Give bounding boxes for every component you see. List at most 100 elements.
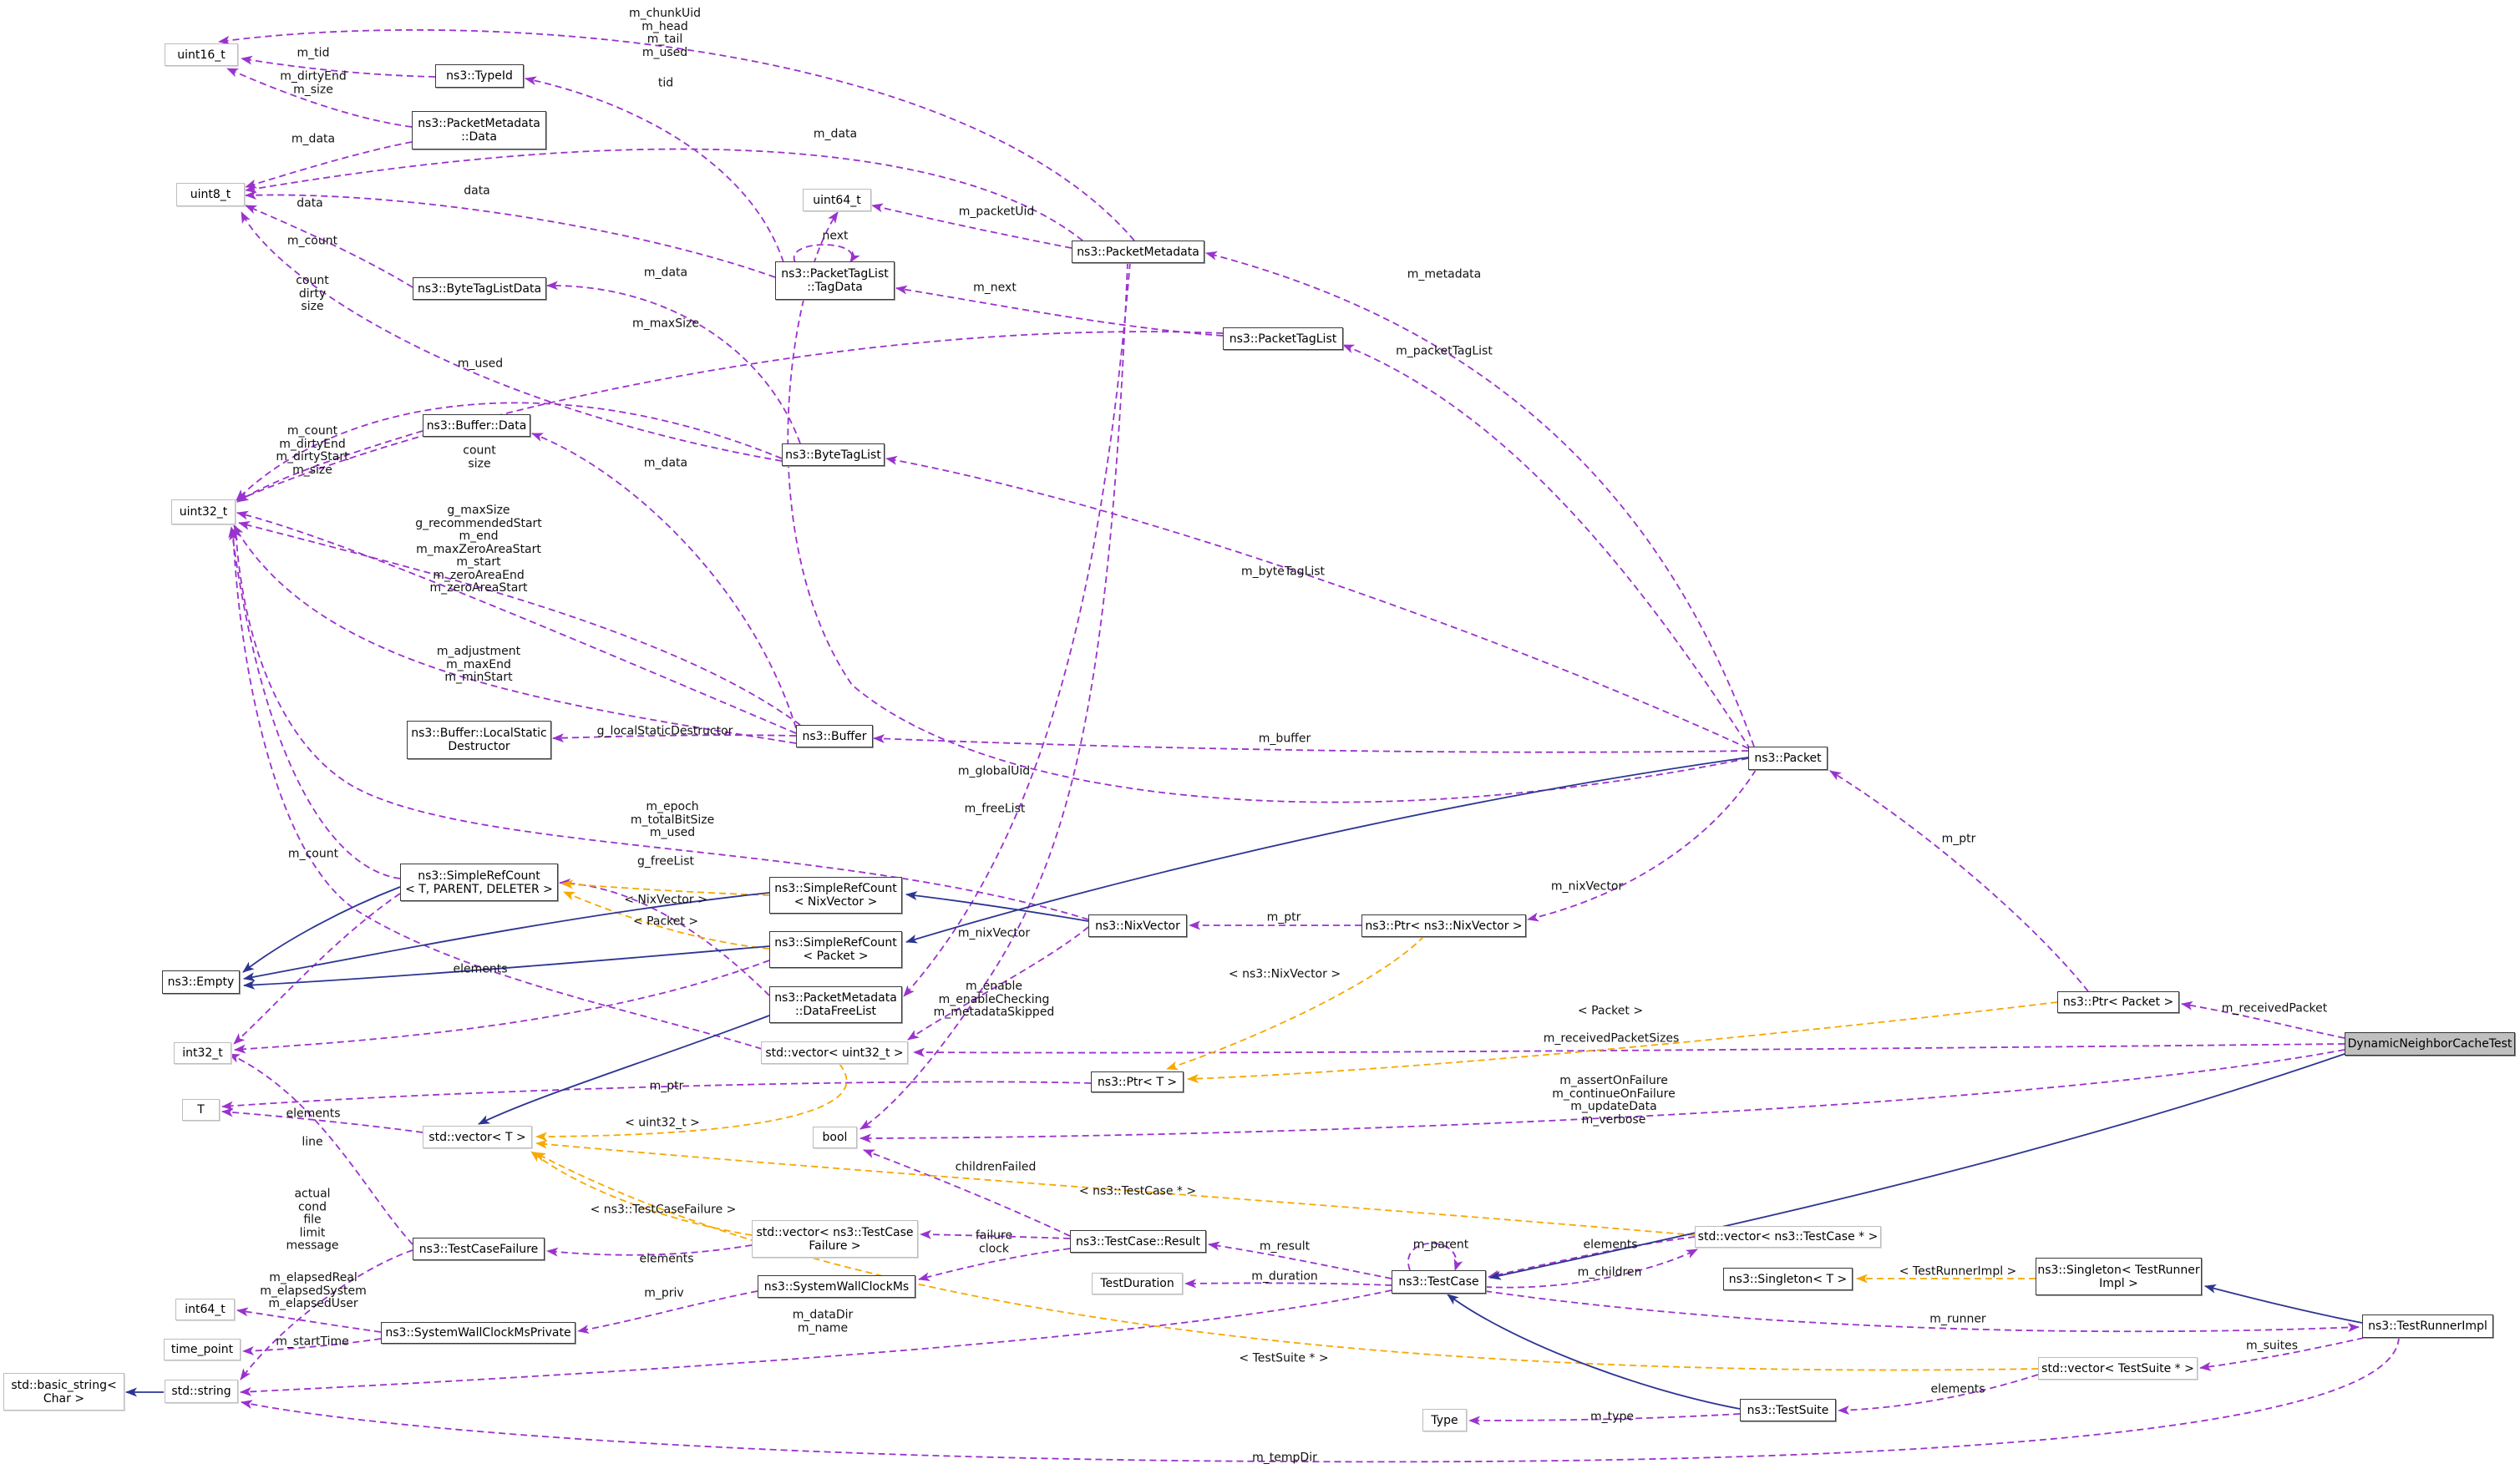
usage-edge <box>226 68 413 128</box>
usage-edge <box>236 430 423 503</box>
node-simplerefcount-packet[interactable]: ns3::SimpleRefCount< Packet > <box>769 931 902 968</box>
usage-edge <box>1527 769 1757 922</box>
usage-edge <box>236 402 783 501</box>
node-packettaglist[interactable]: ns3::PacketTagList <box>1223 327 1343 350</box>
usage-edge <box>918 1248 1071 1282</box>
usage-edge <box>229 529 763 1050</box>
inheritance-edge <box>1447 1294 1741 1410</box>
usage-edge <box>1829 770 2089 992</box>
usage-edge <box>242 1338 382 1355</box>
node-typeid[interactable]: ns3::TypeId <box>435 64 524 88</box>
node-uint16-t[interactable]: uint16_t <box>165 43 238 66</box>
usage-edge <box>241 1337 2400 1463</box>
usage-edge <box>245 141 413 189</box>
node-type[interactable]: Type <box>1422 1409 1467 1431</box>
node-testrunnerimpl[interactable]: ns3::TestRunnerImpl <box>2362 1315 2493 1338</box>
node-std-string[interactable]: std::string <box>165 1380 238 1403</box>
usage-edge <box>241 211 783 462</box>
node-ptr-t[interactable]: ns3::Ptr< T > <box>1091 1071 1184 1092</box>
node-packetmetadata-datafreelist[interactable]: ns3::PacketMetadata::DataFreeList <box>769 986 902 1023</box>
template-edge <box>1187 1001 2058 1084</box>
node-testsuite[interactable]: ns3::TestSuite <box>1740 1399 1836 1421</box>
node-testcasefailure[interactable]: ns3::TestCaseFailure <box>413 1238 545 1260</box>
usage-edge <box>873 734 1749 753</box>
node-bytetaglist[interactable]: ns3::ByteTagList <box>782 443 885 466</box>
node-testcase-result[interactable]: ns3::TestCase::Result <box>1070 1230 1206 1253</box>
node-buffer[interactable]: ns3::Buffer <box>796 725 873 747</box>
template-edge <box>534 1152 2039 1371</box>
node-systemwallclockms[interactable]: ns3::SystemWallClockMs <box>758 1275 915 1298</box>
node-uint32-t[interactable]: uint32_t <box>171 499 236 524</box>
node-testcase[interactable]: ns3::TestCase <box>1392 1270 1486 1294</box>
usage-edge <box>2199 1337 2365 1371</box>
usage-edge <box>1205 251 1755 747</box>
inheritance-edge <box>243 892 770 982</box>
node-vector-testcase-ptr[interactable]: std::vector< ns3::TestCase * > <box>1695 1226 1881 1248</box>
inheritance-edge <box>905 891 1089 922</box>
node-packet[interactable]: ns3::Packet <box>1748 747 1828 770</box>
usage-edge <box>236 1307 382 1333</box>
node-dynamicneighborcachetest[interactable]: DynamicNeighborCacheTest <box>2345 1032 2515 1056</box>
usage-edge <box>1184 1279 1392 1289</box>
node-singleton-t[interactable]: ns3::Singleton< T > <box>1723 1268 1853 1290</box>
usage-edge <box>552 733 797 743</box>
usage-edge <box>245 148 1083 241</box>
usage-edge <box>1208 1241 1392 1279</box>
usage-edge <box>1484 1290 2360 1333</box>
usage-edge <box>1468 1413 1741 1426</box>
usage-edge <box>863 1149 1071 1237</box>
node-simplerefcount-nixvector[interactable]: ns3::SimpleRefCount< NixVector > <box>769 877 902 914</box>
node-basic-string[interactable]: std::basic_string<Char > <box>3 1373 124 1411</box>
node-packetmetadata-data[interactable]: ns3::PacketMetadata::Data <box>412 111 546 149</box>
usage-edge <box>228 1053 413 1245</box>
node-bytetaglistdata[interactable]: ns3::ByteTagListData <box>413 277 546 300</box>
node-systemwallclockmsprivate[interactable]: ns3::SystemWallClockMsPrivate <box>381 1322 575 1344</box>
inheritance-edge <box>242 886 401 973</box>
node-vector-t[interactable]: std::vector< T > <box>423 1126 532 1148</box>
template-edge <box>535 1063 848 1142</box>
node-t[interactable]: T <box>182 1099 220 1121</box>
node-bool[interactable]: bool <box>813 1127 857 1148</box>
node-testduration[interactable]: TestDuration <box>1092 1273 1183 1294</box>
usage-edge <box>885 455 1749 749</box>
node-buffer-data[interactable]: ns3::Buffer::Data <box>423 414 530 437</box>
inheritance-edge <box>478 1015 770 1125</box>
usage-edge <box>240 1249 413 1380</box>
node-ptr-packet[interactable]: ns3::Ptr< Packet > <box>2057 991 2179 1013</box>
usage-edge <box>920 1229 1071 1239</box>
usage-edge <box>238 520 801 726</box>
node-vector-testsuite-ptr[interactable]: std::vector< TestSuite * > <box>2038 1357 2198 1380</box>
usage-edge <box>1484 1249 1698 1289</box>
node-time-point[interactable]: time_point <box>164 1339 241 1360</box>
node-packetmetadata[interactable]: ns3::PacketMetadata <box>1072 241 1204 263</box>
node-simplerefcount-generic[interactable]: ns3::SimpleRefCount< T, PARENT, DELETER … <box>400 864 558 901</box>
node-empty[interactable]: ns3::Empty <box>162 970 240 994</box>
usage-edge <box>895 285 1224 337</box>
node-nixvector[interactable]: ns3::NixVector <box>1088 914 1187 937</box>
inheritance-edge <box>905 757 1749 944</box>
template-edge <box>535 1139 1696 1236</box>
usage-edge <box>218 29 1135 241</box>
usage-edge <box>531 433 797 729</box>
node-ptr-nixvector[interactable]: ns3::Ptr< ns3::NixVector > <box>1361 914 1526 937</box>
usage-edge <box>221 1107 423 1133</box>
usage-edge <box>913 1043 2345 1057</box>
node-int32-t[interactable]: int32_t <box>174 1042 231 1064</box>
node-int64-t[interactable]: int64_t <box>175 1299 235 1320</box>
usage-edge <box>793 244 860 263</box>
usage-edge <box>228 526 401 879</box>
node-vector-uint32[interactable]: std::vector< uint32_t > <box>761 1041 908 1064</box>
node-packettaglist-tagdata[interactable]: ns3::PacketTagList::TagData <box>775 261 895 300</box>
node-uint64-t[interactable]: uint64_t <box>803 189 871 211</box>
inheritance-edge <box>2204 1284 2363 1324</box>
node-uint8-t[interactable]: uint8_t <box>176 183 245 206</box>
usage-edge <box>903 261 1131 997</box>
usage-edge <box>1342 344 1752 751</box>
template-edge <box>1166 935 1425 1071</box>
usage-edge <box>240 1289 1392 1396</box>
